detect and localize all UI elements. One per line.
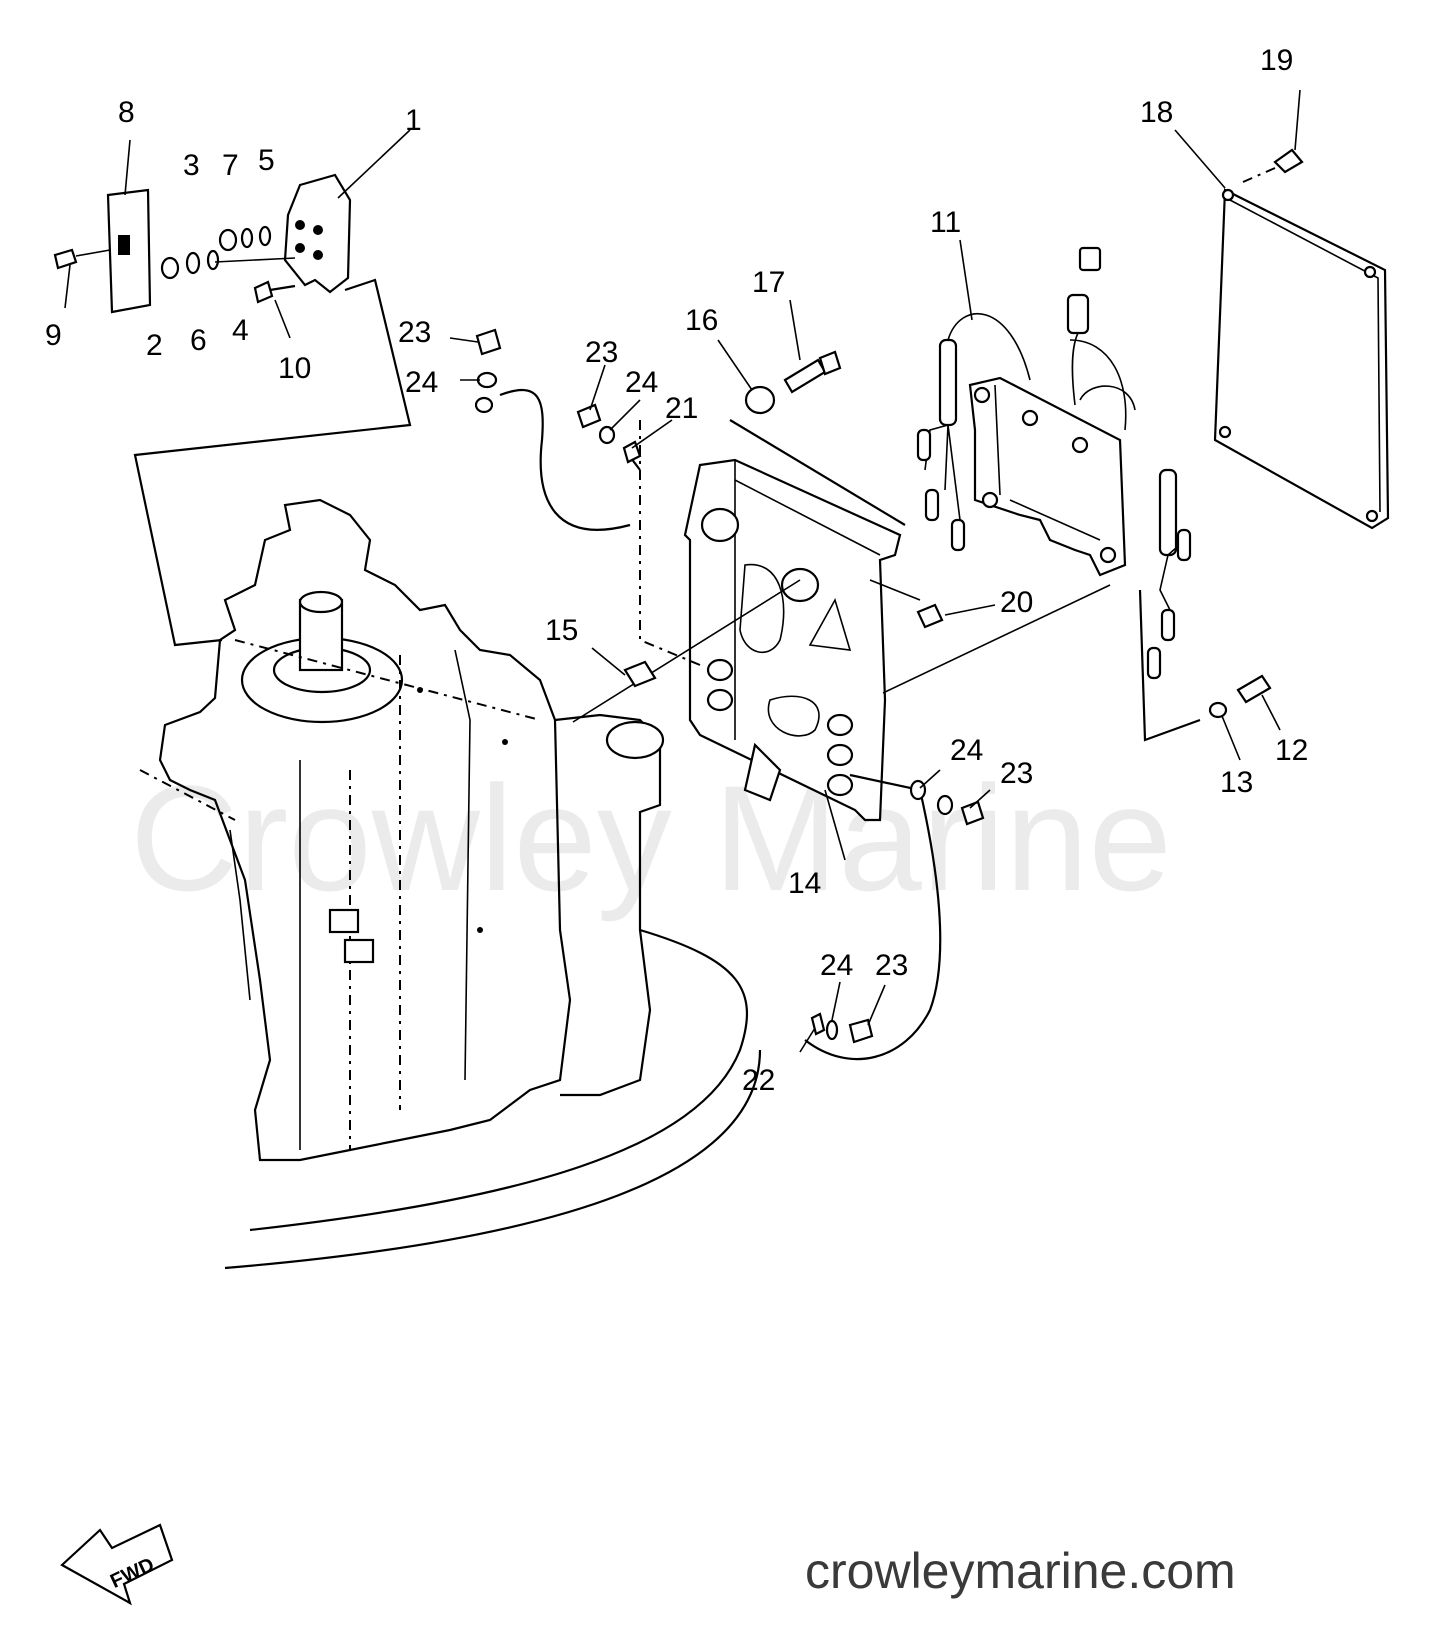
part-5-spacer (258, 225, 272, 247)
part-23-bolt-a (475, 328, 502, 356)
part-18-cover-group (1213, 148, 1390, 530)
watermark-text: Crowley Marine (130, 754, 1172, 922)
part-24-washer-b (598, 425, 616, 445)
callouts: 1 2 3 4 5 6 7 8 9 10 11 12 13 14 15 16 1… (45, 44, 1308, 1097)
callout-15: 15 (545, 614, 578, 647)
leader-lines (64, 89, 1301, 1053)
callout-11: 11 (930, 206, 961, 239)
part-13-washer (1208, 701, 1228, 719)
part-3-collar (218, 228, 238, 252)
callout-19: 19 (1260, 44, 1293, 77)
fwd-direction-arrow: FWD (60, 1523, 174, 1606)
part-20-grommet (916, 603, 944, 629)
callout-16: 16 (685, 304, 718, 337)
fasteners (474, 328, 1272, 1044)
callout-20: 20 (1000, 586, 1033, 619)
part-11-cdi-unit (968, 376, 1127, 577)
callout-22: 22 (742, 1064, 775, 1097)
pulser-coil-group (53, 173, 352, 314)
callout-12: 12 (1275, 734, 1308, 767)
part-23-bolt-c (960, 800, 985, 826)
part-18-cover (1213, 188, 1390, 530)
callout-24-a: 24 (405, 366, 438, 399)
callout-23-a: 23 (398, 316, 431, 349)
part-24-washer-d (825, 1019, 839, 1041)
part-6-washer (185, 251, 201, 275)
part-24-washer-c (909, 779, 927, 801)
part-17-bolt (783, 358, 827, 394)
callout-23-c: 23 (1000, 757, 1033, 790)
callout-3: 3 (183, 149, 200, 182)
part-10-bolt (253, 280, 274, 304)
callout-24-c: 24 (950, 734, 983, 767)
callout-21: 21 (665, 392, 698, 425)
callout-8: 8 (118, 96, 135, 129)
part-7-spacer (240, 227, 254, 249)
part-12-bolt (1236, 674, 1272, 704)
part-9-screw (53, 248, 78, 270)
callout-6: 6 (190, 324, 207, 357)
callout-10: 10 (278, 352, 311, 385)
part-23-bolt-b (576, 403, 602, 429)
part-2-nut (160, 256, 180, 280)
cdi-unit-group (916, 246, 1192, 680)
callout-17: 17 (752, 266, 785, 299)
callout-23-d: 23 (875, 949, 908, 982)
part-16-grommet (744, 385, 776, 415)
callout-23-b: 23 (585, 336, 618, 369)
part-23-bolt-d (848, 1018, 874, 1044)
callout-2: 2 (146, 329, 163, 362)
website-label: crowleymarine.com (805, 1543, 1236, 1599)
callout-9: 9 (45, 319, 62, 352)
callout-24-b: 24 (625, 366, 658, 399)
callout-1: 1 (405, 104, 422, 137)
callout-13: 13 (1220, 766, 1253, 799)
part-15-collar (623, 660, 657, 688)
part-19-screw (1273, 148, 1304, 174)
callout-14: 14 (788, 867, 821, 900)
callout-4: 4 (232, 314, 249, 347)
callout-18: 18 (1140, 96, 1173, 129)
part-21-clip (622, 440, 642, 464)
callout-7: 7 (222, 149, 239, 182)
engine-block (139, 498, 762, 1270)
part-14-bracket-group (639, 419, 906, 822)
part-4-washer (206, 249, 220, 271)
callout-5: 5 (258, 144, 275, 177)
assembly-frame-line (133, 278, 412, 647)
callout-24-d: 24 (820, 949, 853, 982)
part-24-washer-a (476, 371, 498, 389)
